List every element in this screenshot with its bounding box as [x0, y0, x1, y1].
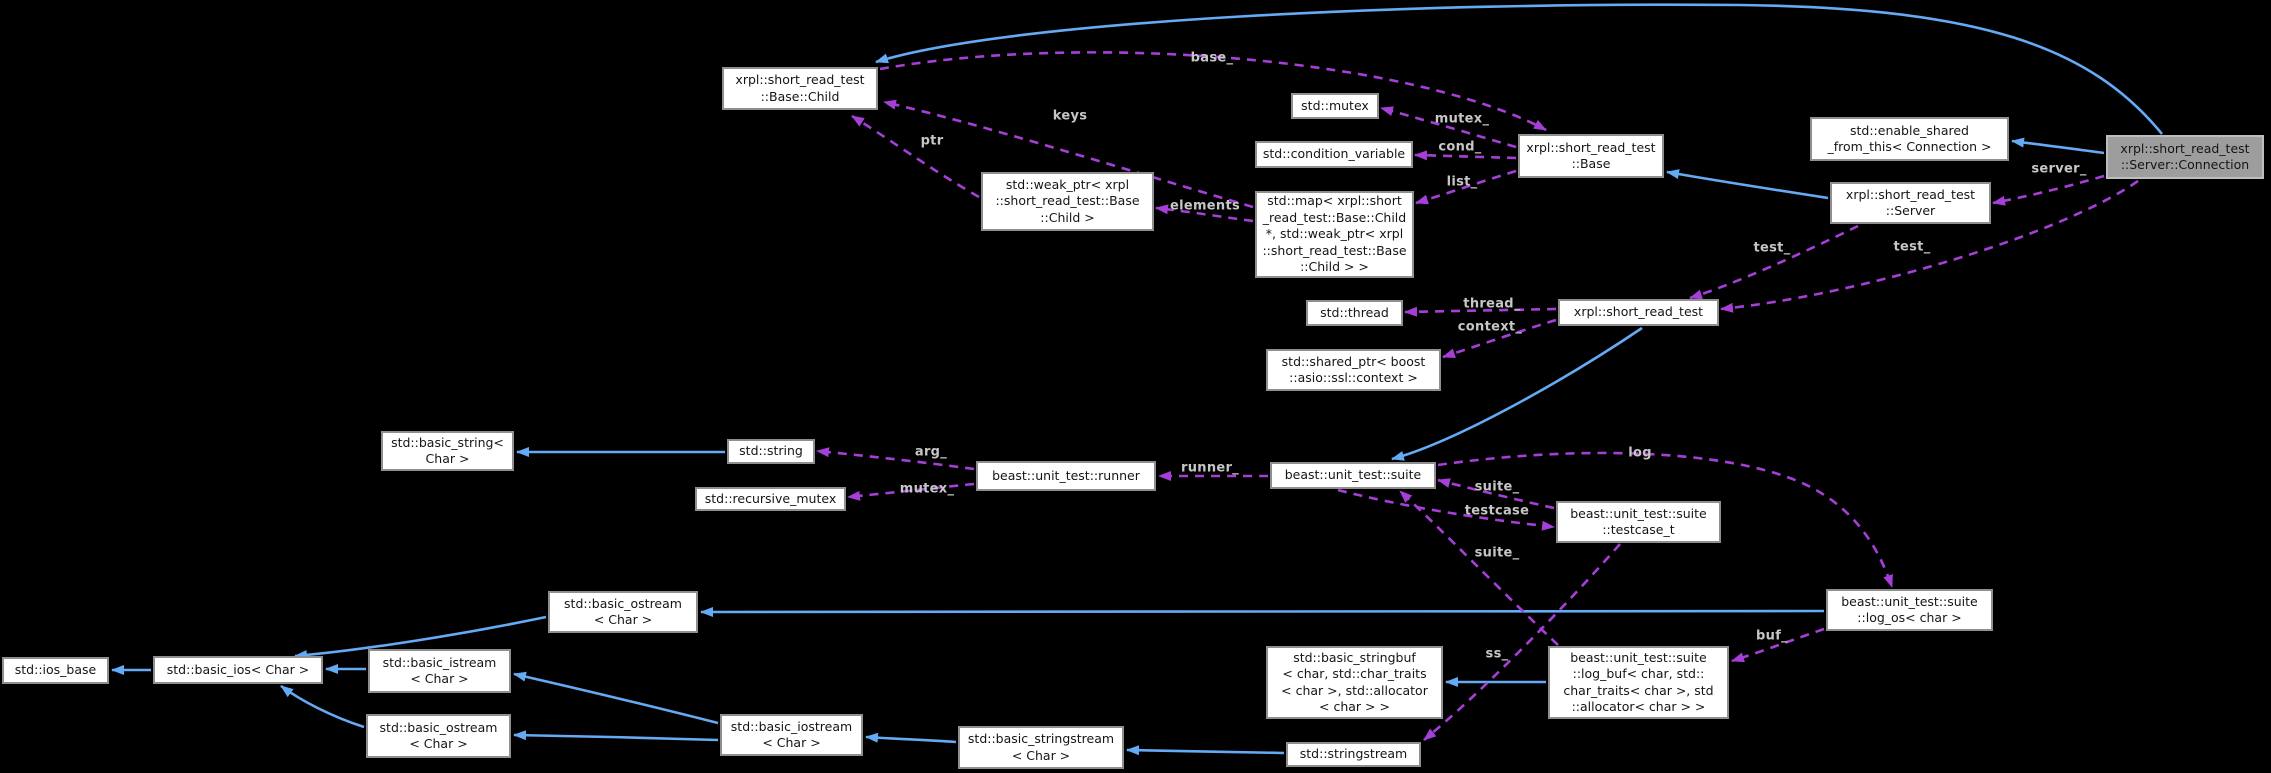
class-node-suite[interactable]: beast::unit_test::suite — [1270, 462, 1436, 489]
edge-label-base-e1: base_ — [1190, 50, 1234, 66]
edge-label-mutex-e5: mutex_ — [1434, 111, 1490, 127]
edge-server-to-base — [1666, 169, 1829, 200]
edge-srt-to-sharedptr — [1442, 318, 1557, 359]
edge-label-arg-e14: arg_ — [914, 444, 948, 460]
class-node-enableshared[interactable]: std::enable_shared _from_this< Connectio… — [1810, 117, 2009, 161]
edge-label-suite-e19: suite_ — [1474, 545, 1520, 561]
class-node-iosbase[interactable]: std::ios_base — [2, 657, 109, 684]
edge-logos-to-logbuf — [1731, 627, 1825, 663]
edge-label-ptr-e3: ptr — [920, 133, 944, 149]
edge-suite-to-testcaset — [1337, 488, 1555, 531]
edge-iostream-to-istream — [513, 671, 719, 725]
class-node-bstringstream[interactable]: std::basic_stringstream < Char > — [958, 726, 1124, 769]
edge-testcaset-to-sstream — [1423, 543, 1621, 742]
edge-iostream-to-ostreambot — [513, 730, 719, 742]
edge-label-mutex-e15: mutex_ — [899, 481, 955, 497]
edge-logos-to-ostreamtop — [700, 606, 1825, 617]
edge-connection-to-child — [875, 3, 2164, 135]
class-node-child[interactable]: xrpl::short_read_test ::Base::Child — [722, 67, 878, 110]
edge-label-testcase-e16: testcase — [1464, 503, 1530, 519]
edge-label-test-e10: test_ — [1893, 239, 1931, 255]
edge-runner-to-string — [816, 447, 975, 471]
class-node-basicstring[interactable]: std::basic_string< Char > — [381, 431, 514, 471]
edge-map-to-child — [883, 99, 1254, 209]
edge-label-cond-e6: cond_ — [1438, 139, 1482, 155]
class-node-testcaset[interactable]: beast::unit_test::suite ::testcase_t — [1556, 501, 1721, 543]
edge-sstream-to-bstringstream — [1126, 745, 1285, 756]
edge-srt-to-suite — [1391, 326, 1643, 461]
edge-srt-to-thread — [1404, 306, 1557, 317]
edge-child-to-base — [879, 51, 1547, 132]
edge-map-to-weakptr — [1155, 204, 1254, 223]
edge-label-list-e7: list_ — [1446, 174, 1478, 190]
class-node-mutex[interactable]: std::mutex — [1291, 93, 1379, 119]
edge-ostreamtop-to-basicios — [294, 615, 547, 660]
class-node-sstream[interactable]: std::stringstream — [1286, 742, 1421, 767]
edge-base-to-condvar — [1414, 150, 1517, 161]
class-node-map[interactable]: std::map< xrpl::short _read_test::Base::… — [1255, 191, 1414, 278]
class-node-runner[interactable]: beast::unit_test::runner — [976, 461, 1156, 491]
edge-label-server-e8: server_ — [2031, 161, 2087, 177]
edge-label-ss-e20: ss_ — [1485, 646, 1509, 662]
class-node-server[interactable]: xrpl::short_read_test ::Server — [1830, 182, 1991, 224]
edge-bstringstream-to-iostream — [865, 732, 957, 744]
class-node-istream[interactable]: std::basic_istream < Char > — [368, 649, 511, 693]
edge-connection-to-enableshared — [2011, 137, 2105, 155]
class-node-logos[interactable]: beast::unit_test::suite ::log_os< char > — [1826, 589, 1993, 631]
edge-ostreambot-to-basicios — [280, 684, 365, 729]
edge-label-test-e9: test_ — [1753, 240, 1791, 256]
edge-base-to-map — [1415, 169, 1517, 205]
class-node-string[interactable]: std::string — [727, 439, 815, 464]
edge-connection-to-server — [1992, 174, 2105, 206]
edge-label-log-e18: log — [1628, 445, 1652, 461]
class-node-sharedptr[interactable]: std::shared_ptr< boost ::asio::ssl::cont… — [1266, 349, 1441, 391]
class-node-logbuf[interactable]: beast::unit_test::suite ::log_buf< char,… — [1548, 646, 1729, 719]
class-node-ostreambot[interactable]: std::basic_ostream < Char > — [366, 714, 511, 758]
class-node-srt[interactable]: xrpl::short_read_test — [1558, 299, 1719, 326]
class-node-basicios[interactable]: std::basic_ios< Char > — [153, 656, 323, 684]
class-node-connection[interactable]: xrpl::short_read_test ::Server::Connecti… — [2106, 135, 2264, 179]
edge-label-keys-e2: keys — [1052, 108, 1088, 124]
class-node-iostream[interactable]: std::basic_iostream < Char > — [720, 714, 863, 756]
class-node-stringbuf[interactable]: std::basic_stringbuf < char, std::char_t… — [1266, 646, 1443, 719]
edge-label-thread-e11: thread_ — [1463, 296, 1521, 312]
class-node-base[interactable]: xrpl::short_read_test ::Base — [1518, 134, 1664, 178]
edge-label-suite-e17: suite_ — [1474, 479, 1520, 495]
edge-label-runner-e13: runner_ — [1180, 460, 1240, 476]
edge-suite-to-logos — [1437, 451, 1894, 588]
class-node-thread[interactable]: std::thread — [1306, 300, 1403, 326]
edge-base-to-mutex — [1380, 106, 1517, 149]
class-node-ostreamtop[interactable]: std::basic_ostream < Char > — [548, 591, 698, 633]
edge-logbuf-to-suite — [1399, 490, 1559, 646]
edge-label-elements-e4: elements — [1169, 198, 1241, 214]
edge-runner-to-recmutex — [847, 482, 975, 501]
edge-weakptr-to-child — [851, 114, 980, 199]
edge-label-context-e12: context_ — [1457, 319, 1523, 335]
edge-server-to-srt — [1689, 224, 1859, 300]
edge-label-buf-e21: buf_ — [1756, 628, 1788, 644]
class-node-weakptr[interactable]: std::weak_ptr< xrpl ::short_read_test::B… — [981, 172, 1154, 231]
class-node-recmutex[interactable]: std::recursive_mutex — [695, 487, 846, 511]
class-node-condvar[interactable]: std::condition_variable — [1255, 141, 1413, 168]
